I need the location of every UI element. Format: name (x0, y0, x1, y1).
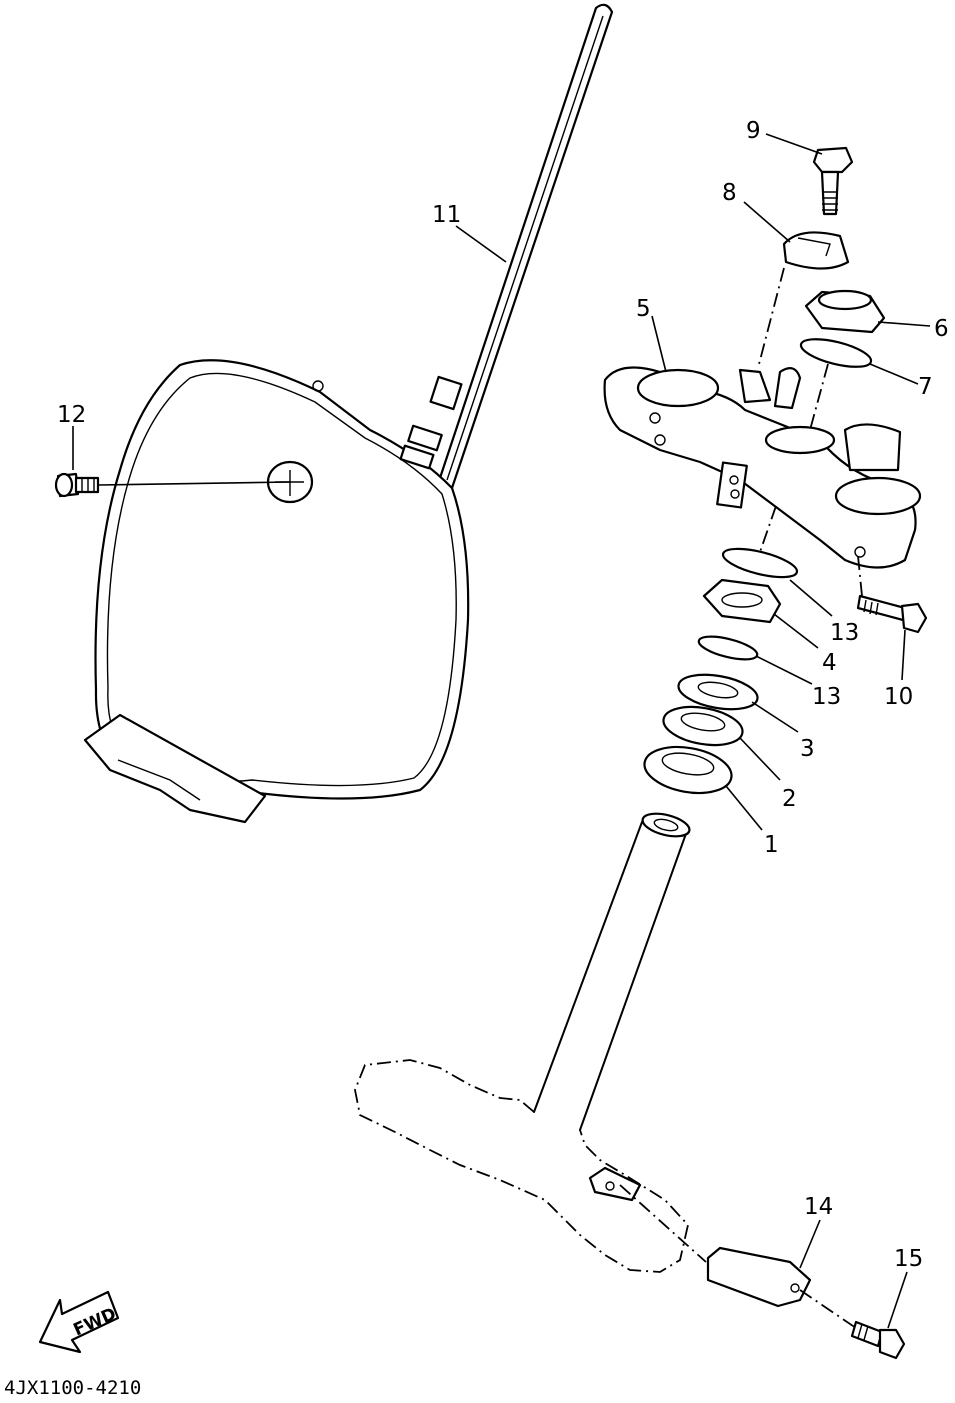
callout-10: 10 (884, 684, 913, 710)
bolt-part-9 (812, 146, 854, 216)
callout-13-upper: 13 (830, 620, 859, 646)
seal-part-3 (677, 673, 759, 711)
callout-6: 6 (934, 316, 949, 342)
callout-11: 11 (432, 202, 461, 228)
callout-9: 9 (746, 118, 761, 144)
callout-1: 1 (764, 832, 779, 858)
forward-direction-arrow: FWD (38, 1290, 119, 1354)
callout-4: 4 (822, 650, 837, 676)
callout-7: 7 (918, 374, 933, 400)
washer-part-7 (799, 338, 873, 368)
callout-2: 2 (782, 786, 797, 812)
callout-13-lower: 13 (812, 684, 841, 710)
steering-stem-lower-bracket (354, 812, 691, 1273)
leader-lines (72, 133, 931, 1329)
upper-bracket-part-5 (603, 366, 922, 569)
bearing-part-1 (643, 745, 733, 795)
bolt-part-12 (54, 472, 291, 498)
drawing-code: 4JX1100-4210 (4, 1377, 141, 1399)
bolt-part-15 (850, 1320, 906, 1360)
bolt-part-10 (856, 594, 928, 634)
callout-3: 3 (800, 736, 815, 762)
number-plate-part-11 (83, 3, 614, 824)
nut-part-6 (804, 289, 886, 334)
washer-part-13-lower (697, 635, 759, 661)
callout-15: 15 (894, 1246, 923, 1272)
clamp-part-14 (588, 1166, 812, 1308)
callout-12: 12 (57, 402, 86, 428)
callout-5: 5 (636, 296, 651, 322)
ring-part-13-upper (721, 547, 799, 579)
bearing-part-2 (662, 705, 744, 747)
assembly-axis-lines (619, 267, 863, 1329)
ring-nut-part-4 (702, 578, 782, 624)
callout-14: 14 (804, 1194, 833, 1220)
holder-part-8 (782, 231, 850, 270)
callout-8: 8 (722, 180, 737, 206)
callout-numbers: 11 12 9 8 5 6 7 13 4 10 13 3 2 1 14 15 (57, 118, 949, 1272)
